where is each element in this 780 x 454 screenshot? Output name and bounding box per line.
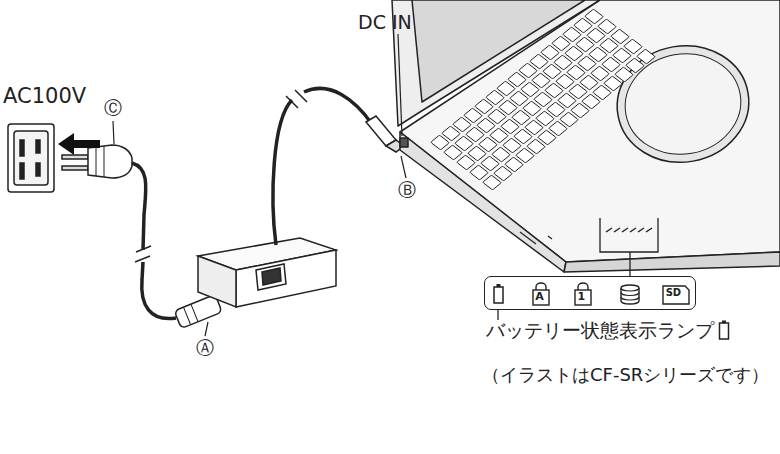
laptop	[392, 0, 780, 272]
ac-cord	[142, 262, 176, 319]
lamp-name: バッテリー状態表示ランプ	[486, 319, 714, 341]
indicator-icons	[485, 277, 697, 311]
break-mark	[286, 90, 307, 108]
key	[611, 29, 630, 44]
leader-line	[205, 322, 208, 336]
ac-adapter	[198, 238, 336, 307]
leader-line	[398, 34, 402, 136]
icon-letter: 1	[578, 291, 586, 302]
key	[585, 9, 604, 24]
callout-letter: Ⓐ	[196, 337, 214, 358]
insert-arrow	[58, 133, 100, 155]
dc-cable	[273, 100, 292, 245]
key	[598, 19, 617, 34]
callout-letter: Ⓑ	[398, 180, 416, 201]
voltage-label: AC100V	[3, 84, 86, 108]
leader-line	[497, 310, 498, 320]
lamp-name: バッテリー状態表示ランプ	[486, 320, 714, 342]
key	[624, 39, 643, 54]
callout-letter: Ⓐ	[196, 338, 214, 359]
caption: （イラストはCF-SRシリーズです）	[482, 364, 769, 385]
break-mark	[135, 246, 151, 262]
leader-line	[113, 121, 114, 144]
port-name: DC IN	[358, 11, 412, 33]
callout-letter: Ⓑ	[398, 179, 416, 200]
icon-letter: SD	[666, 288, 682, 298]
indicator-panel: A 1 SD	[484, 276, 696, 310]
port-name: DC IN	[358, 12, 412, 34]
wall-outlet	[8, 124, 54, 192]
icon-letter: A	[535, 291, 544, 302]
dc-cable	[304, 88, 372, 124]
ac-cord	[132, 163, 146, 250]
battery-icon	[717, 319, 731, 341]
voltage-label: AC100V	[3, 84, 86, 108]
callout-letter: Ⓒ	[104, 98, 122, 119]
callout-letter: Ⓒ	[104, 97, 122, 118]
caption: （イラストはCF-SRシリーズです）	[482, 365, 769, 386]
key	[637, 49, 656, 64]
leader-line	[600, 218, 658, 276]
inlet-connector	[174, 294, 222, 328]
leader-line	[401, 156, 406, 178]
